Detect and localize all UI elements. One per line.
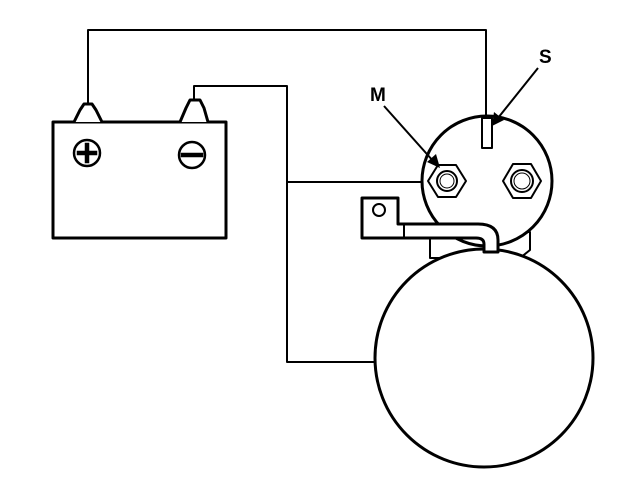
starter-motor (373, 231, 595, 469)
solenoid (420, 114, 554, 248)
solenoid-terminal-nut (502, 163, 542, 199)
s-label: S (539, 47, 552, 68)
plus-icon (72, 138, 102, 168)
s-leader-arrow (492, 67, 539, 126)
motor-connector-strap (360, 196, 500, 254)
minus-icon (177, 140, 207, 170)
negative-to-motor-wire (193, 85, 378, 363)
s-terminal (481, 117, 493, 149)
m-leader-arrow (383, 105, 440, 168)
negative-post (178, 98, 210, 123)
bracket-bolt-icon (372, 203, 386, 217)
m-terminal-nut (427, 164, 467, 198)
battery (51, 98, 228, 240)
m-label: M (370, 85, 386, 106)
positive-to-s-terminal-wire (87, 29, 487, 117)
positive-post (72, 102, 104, 123)
